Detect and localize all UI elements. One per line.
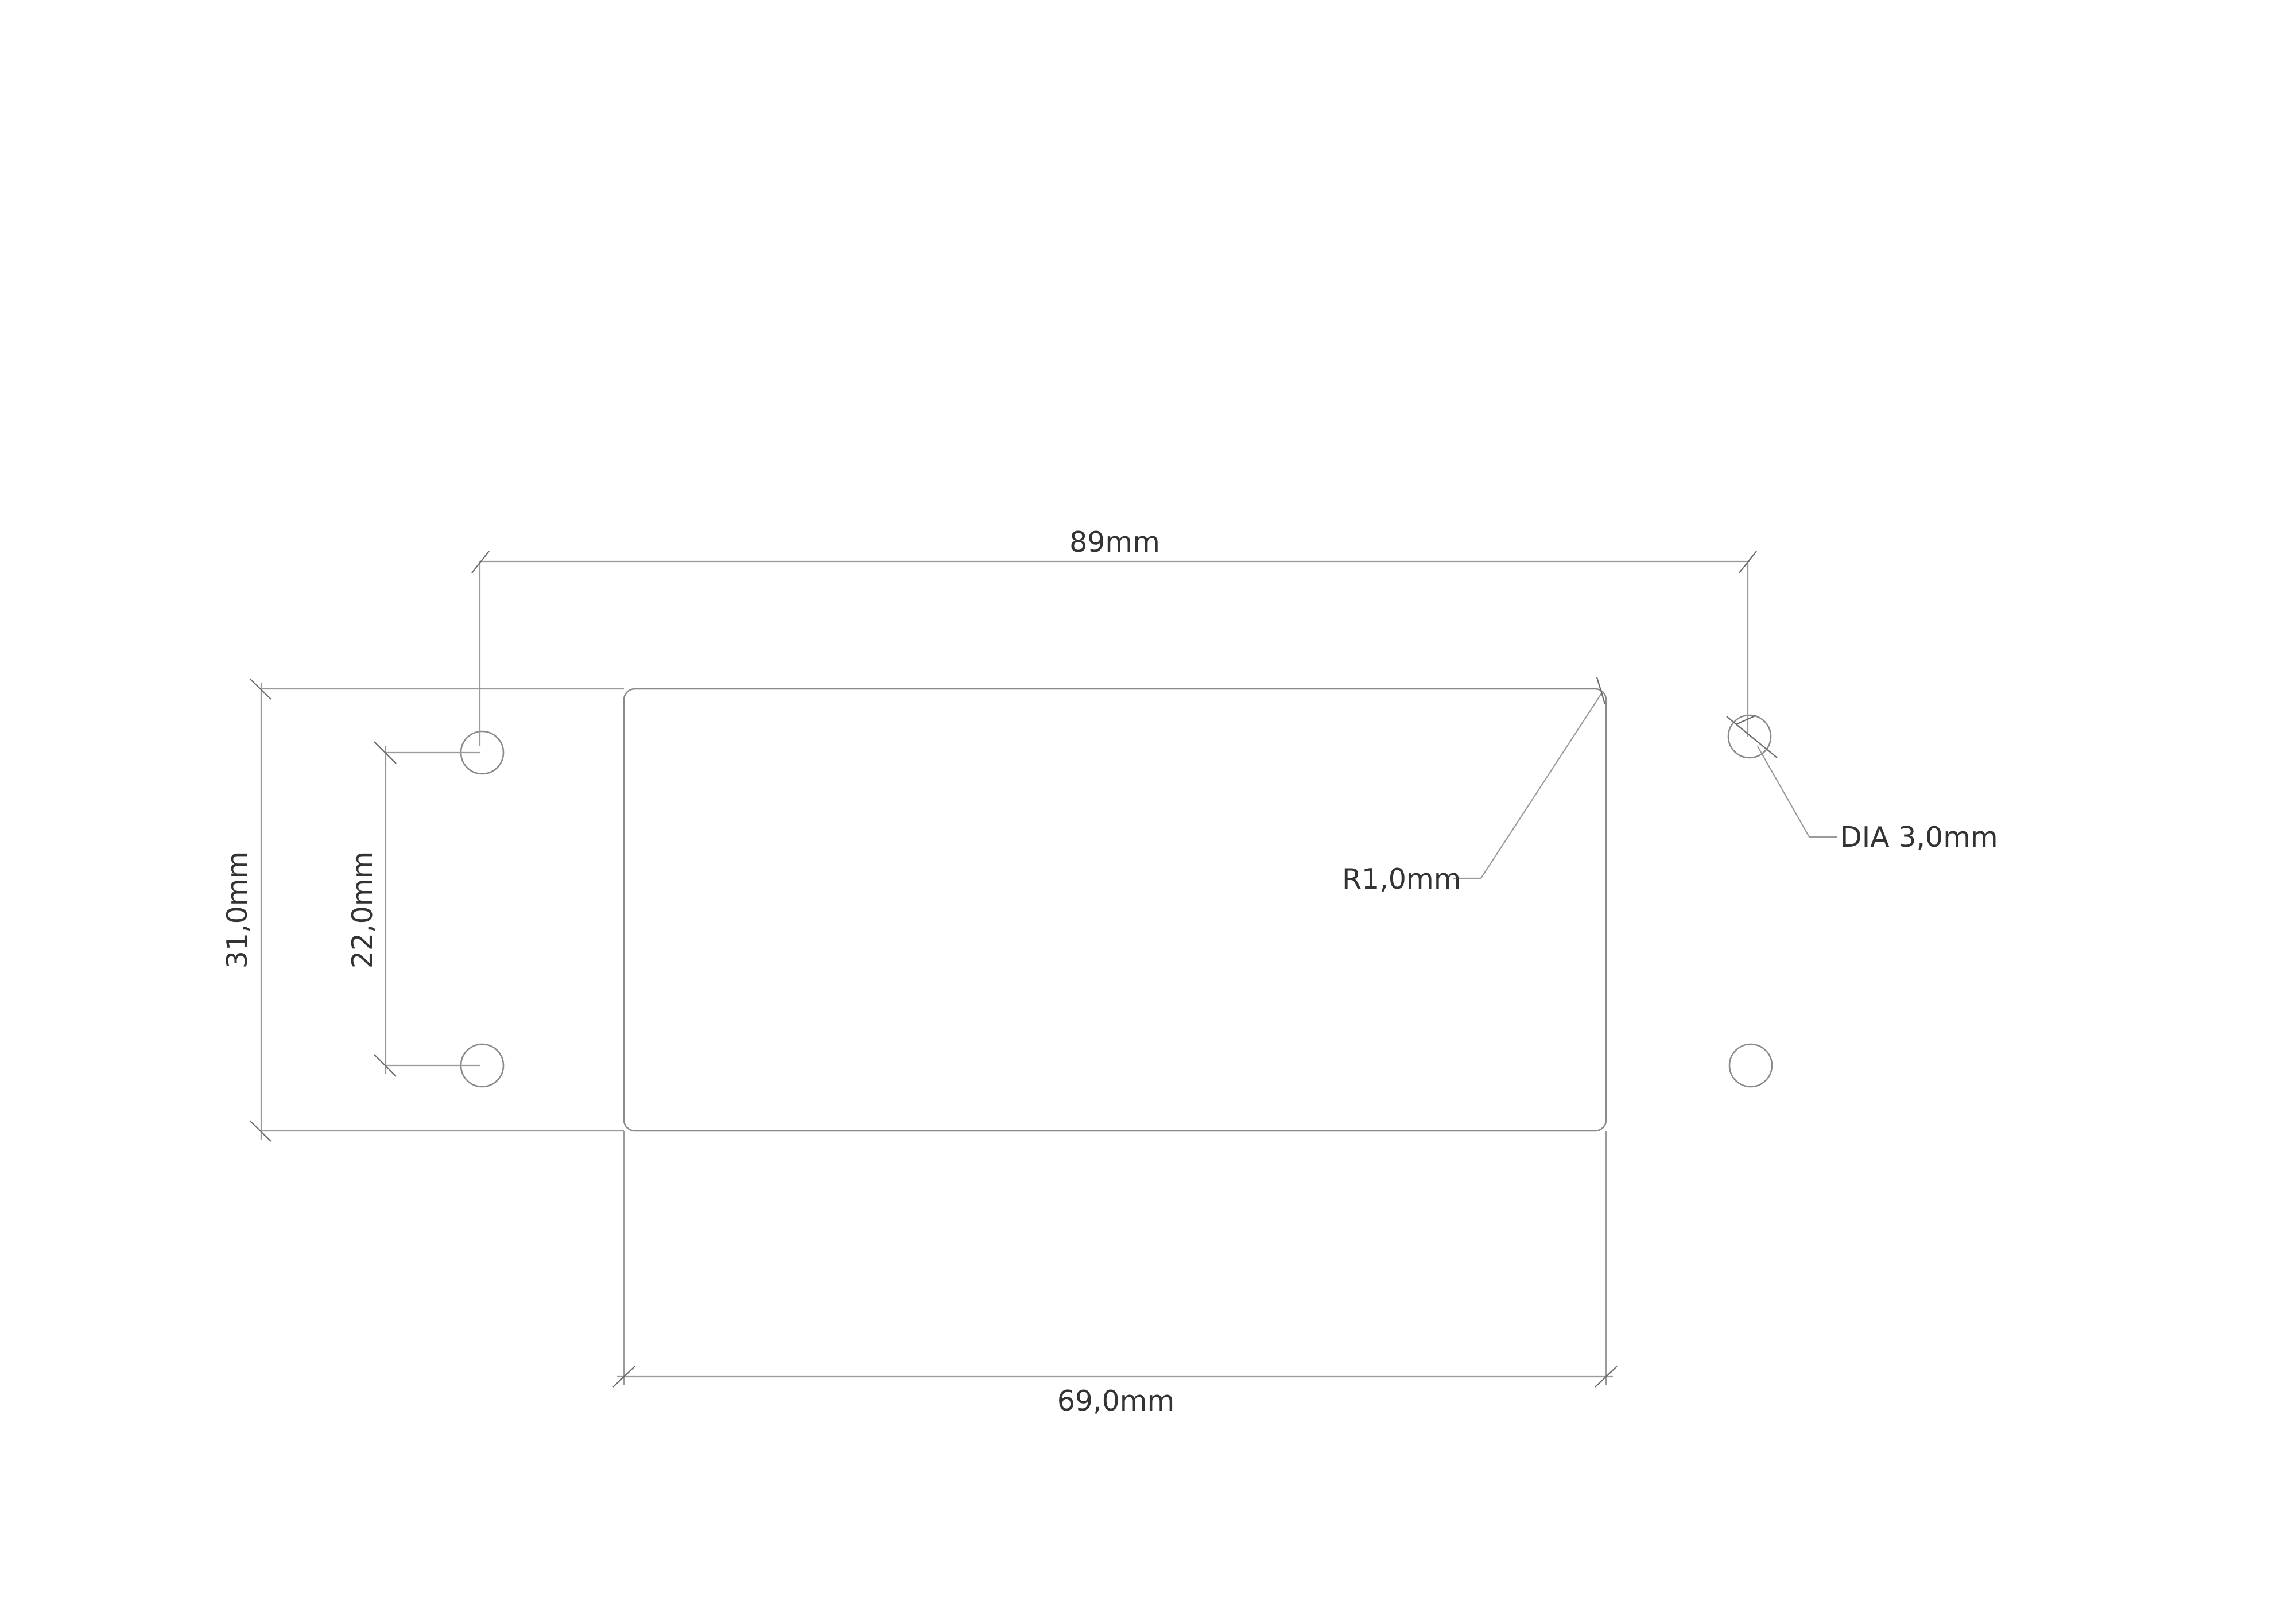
callout-label-diameter: DIA 3,0mm bbox=[1840, 821, 1998, 854]
dimension-89mm: 89mm bbox=[471, 526, 1757, 746]
rectangular-cutout bbox=[623, 688, 1607, 1132]
dimension-69mm: 69,0mm bbox=[612, 1131, 1618, 1417]
dimension-22mm: 22,0mm bbox=[346, 741, 480, 1077]
dimension-label-69mm: 69,0mm bbox=[1057, 1385, 1175, 1417]
dimension-31mm: 31,0mm bbox=[221, 678, 624, 1142]
dimension-label-31mm: 31,0mm bbox=[221, 851, 254, 969]
dimension-label-89mm: 89mm bbox=[1069, 526, 1160, 559]
mounting-hole-top-right bbox=[1727, 714, 1772, 759]
callout-label-radius: R1,0mm bbox=[1342, 863, 1461, 896]
mounting-hole-bottom-right bbox=[1728, 1043, 1773, 1088]
callout-corner-radius: R1,0mm bbox=[1342, 677, 1606, 896]
callout-hole-diameter: DIA 3,0mm bbox=[1726, 714, 1998, 854]
dimension-label-22mm: 22,0mm bbox=[346, 851, 379, 969]
